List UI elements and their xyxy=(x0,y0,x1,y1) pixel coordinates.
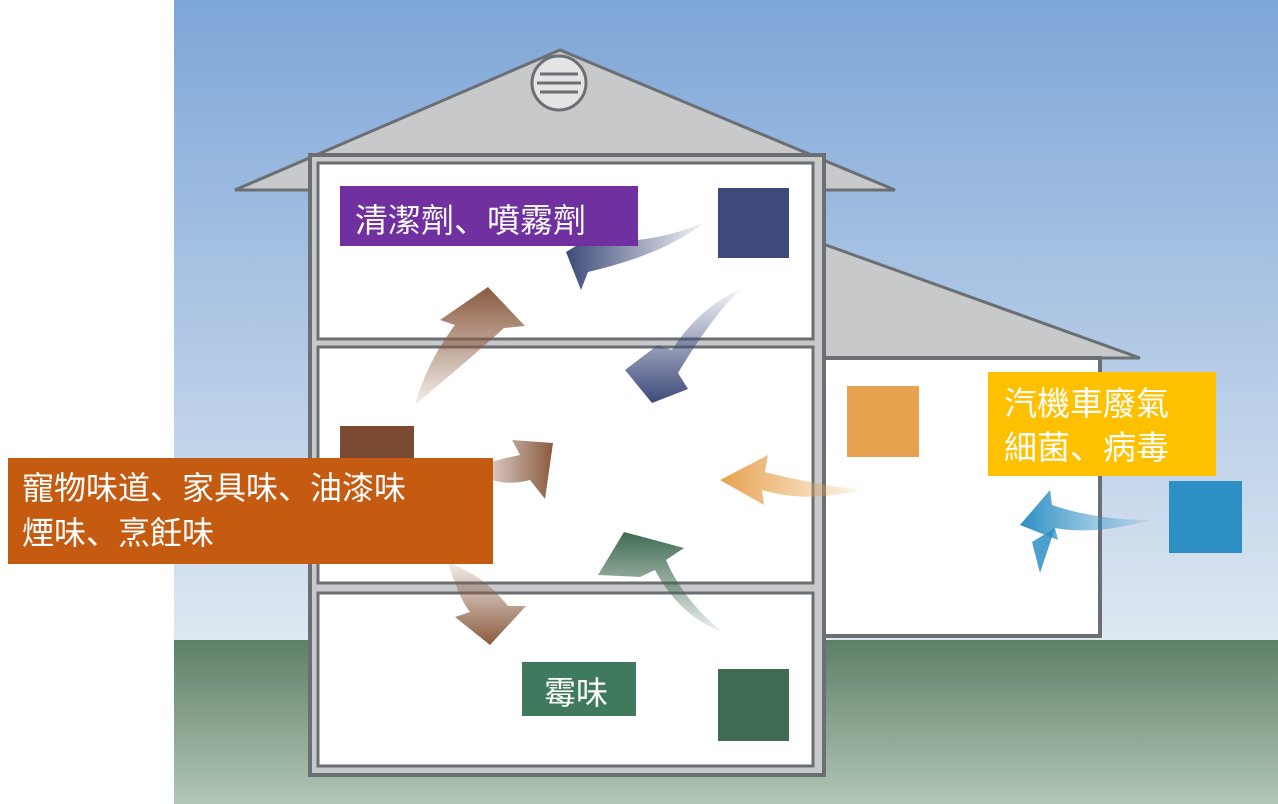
outdoor-pollutants-label: 汽機車廢氣 細菌、病毒 xyxy=(988,372,1216,476)
household-odors-label: 寵物味道、家具味、油漆味 煙味、烹飪味 xyxy=(8,458,493,564)
arrow-household-right xyxy=(470,440,553,499)
arrow-household-down xyxy=(448,562,526,645)
garage-source-square xyxy=(847,386,919,457)
outdoor-pollutants-line-1: 汽機車廢氣 xyxy=(1004,384,1169,423)
arrow-outdoor-left xyxy=(1020,490,1150,540)
outdoor-pollutants-line-2: 細菌、病毒 xyxy=(1004,428,1169,467)
arrow-mold-up xyxy=(598,532,722,632)
attic-vent-icon xyxy=(530,54,588,112)
mold-source-square xyxy=(718,669,789,741)
arrow-household-up xyxy=(415,287,525,405)
chemicals-label: 清潔劑、噴霧劑 xyxy=(340,186,638,246)
arrow-upper-down xyxy=(625,288,742,403)
outdoor-source-square xyxy=(1169,481,1242,553)
chemicals-label-text: 清潔劑、噴霧劑 xyxy=(355,201,586,240)
household-odors-line-1: 寵物味道、家具味、油漆味 xyxy=(22,469,407,507)
arrow-outdoor-left-tail xyxy=(1032,528,1055,573)
mold-label: 霉味 xyxy=(522,662,636,716)
mold-label-text: 霉味 xyxy=(544,674,609,712)
chemicals-source-square xyxy=(718,188,789,258)
household-odors-line-2: 煙味、烹飪味 xyxy=(22,514,215,552)
arrow-garage-left xyxy=(720,455,860,505)
